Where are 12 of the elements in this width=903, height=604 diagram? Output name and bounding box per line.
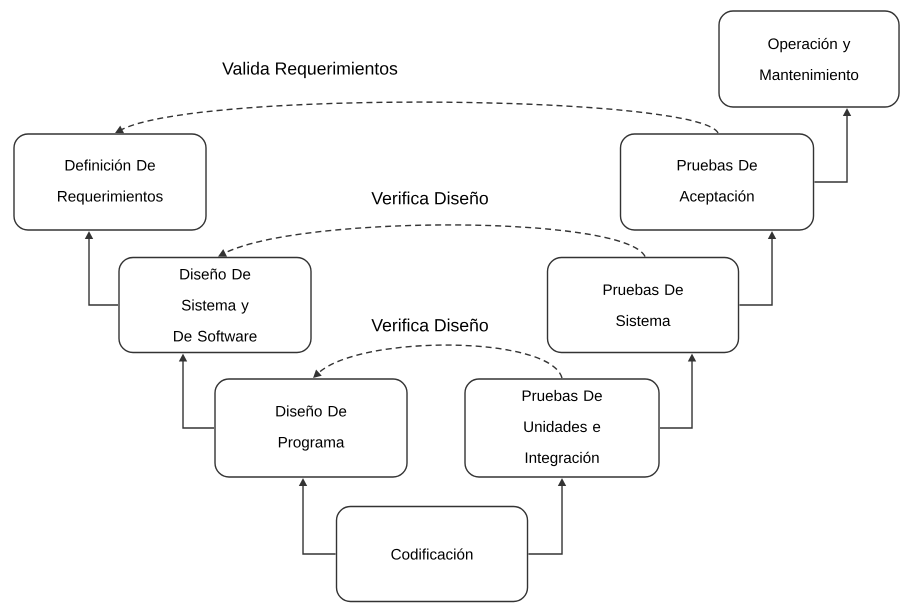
process-box: Pruebas De Unidades e Integración (464, 378, 660, 478)
edge-label: Verifica Diseño (369, 190, 491, 206)
edge-label: Verifica Diseño (369, 316, 491, 334)
process-box: Codificación (336, 506, 528, 602)
process-box: Pruebas De Aceptación (620, 133, 814, 231)
process-box: Definición De Requerimientos (13, 133, 207, 231)
process-box: Operación y Mantenimiento (718, 10, 900, 108)
arrow (313, 344, 563, 378)
process-box: Pruebas De Sistema (546, 256, 740, 354)
process-box: Diseño De Sistema y De Software (118, 256, 312, 354)
process-box: Diseño De Programa (214, 378, 408, 478)
edge-label: Valida Requerimientos (220, 60, 400, 80)
